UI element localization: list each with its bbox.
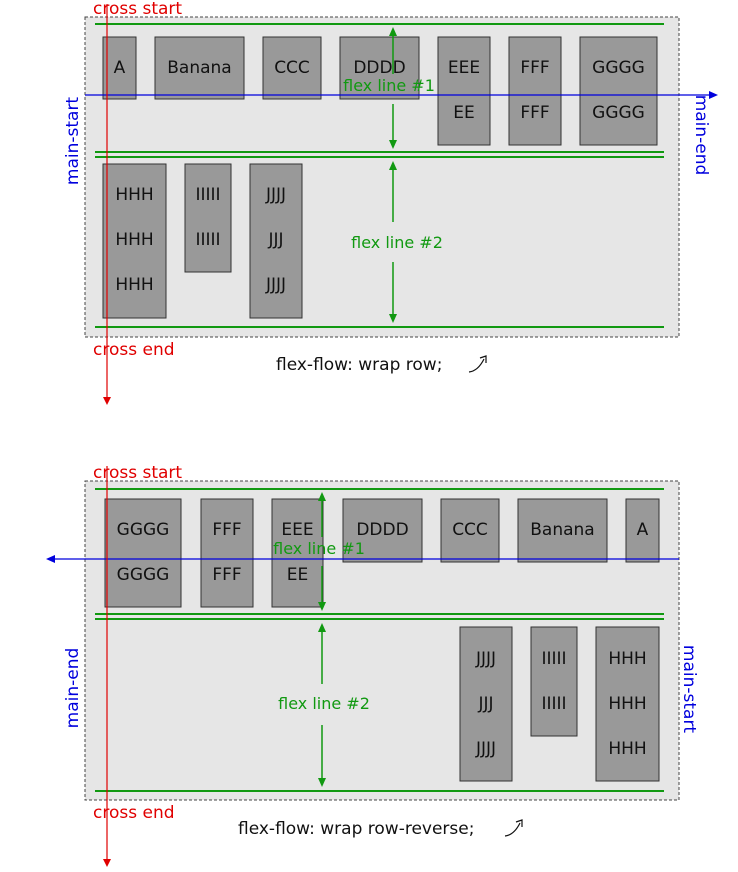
caption: flex-flow: wrap row; <box>276 355 442 375</box>
item-text: IIIII <box>541 649 566 669</box>
flex-item-ccc: CCC <box>262 36 322 100</box>
curved-arrow-icon <box>468 358 485 373</box>
flex-line-1-label: flex line #1 <box>273 539 365 558</box>
main-end-label: main-end <box>63 648 83 729</box>
item-text: FFF <box>520 103 549 123</box>
item-text: CCC <box>452 520 488 540</box>
item-text: EEE <box>448 58 480 78</box>
flex-item-fff: FFF FFF <box>200 498 254 608</box>
item-text: HHH <box>608 694 646 714</box>
main-end-label: main-end <box>691 95 711 176</box>
item-text: GGGG <box>117 565 170 585</box>
flex-item-gggg: GGGG GGGG <box>104 498 182 608</box>
curved-arrow-icon <box>504 822 521 837</box>
item-text: CCC <box>274 58 310 78</box>
item-text: JJJJ <box>475 649 496 669</box>
curved-arrow-icon-head <box>479 355 487 363</box>
flex-item-hhh: HHH HHH HHH <box>595 626 660 782</box>
flex-line-1-label: flex line #1 <box>343 76 435 95</box>
flex-line-2-label: flex line #2 <box>278 694 370 713</box>
cross-start-label: cross start <box>93 0 182 19</box>
item-text: HHH <box>608 649 646 669</box>
flex-item-fff: FFF FFF <box>508 36 562 146</box>
item-text: FFF <box>212 520 241 540</box>
item-text: A <box>637 520 649 540</box>
flex-item-banana: Banana <box>517 498 608 563</box>
item-text: HHH <box>115 275 153 295</box>
item-text: GGGG <box>592 58 645 78</box>
item-text: JJJJ <box>475 739 496 759</box>
cross-end-label: cross end <box>93 803 175 823</box>
item-text: DDDD <box>353 58 405 78</box>
main-start-label: main-start <box>63 97 83 186</box>
flex-item-jjjj: JJJJ JJJ JJJJ <box>249 163 303 319</box>
item-text: FFF <box>520 58 549 78</box>
item-text: EEE <box>281 520 313 540</box>
flex-item-eee: EEE EE <box>271 498 324 608</box>
flex-line-2-label: flex line #2 <box>351 233 443 252</box>
flex-item-iiiii: IIIII IIIII <box>184 163 232 273</box>
item-text: FFF <box>212 565 241 585</box>
curved-arrow-icon-head <box>515 819 523 827</box>
item-text: IIIII <box>195 185 220 205</box>
flex-item-gggg: GGGG GGGG <box>579 36 658 146</box>
cross-start-label: cross start <box>93 463 182 483</box>
item-text: GGGG <box>592 103 645 123</box>
item-text: DDDD <box>356 520 408 540</box>
item-text: JJJJ <box>265 275 286 295</box>
diagram-wrap-row-reverse: GGGG GGGG FFF FFF EEE EE DDDD CCC Banana… <box>46 463 699 867</box>
flex-item-A: A <box>625 498 660 563</box>
item-text: HHH <box>608 739 646 759</box>
flex-item-hhh: HHH HHH HHH <box>102 163 167 319</box>
item-text: Banana <box>167 58 231 78</box>
flex-item-dddd: DDDD <box>342 498 423 563</box>
item-text: HHH <box>115 230 153 250</box>
flex-item-eee: EEE EE <box>437 36 491 146</box>
item-text: EE <box>453 103 474 123</box>
item-text: Banana <box>530 520 594 540</box>
flex-item-banana: Banana <box>154 36 245 100</box>
flex-item-iiiii: IIIII IIIII <box>530 626 578 737</box>
flex-item-ccc: CCC <box>440 498 500 563</box>
item-text: EE <box>287 565 308 585</box>
main-start-label: main-start <box>679 645 699 734</box>
diagram-wrap-row: A Banana CCC DDDD EEE EE FFF FFF GGGG GG… <box>63 0 718 405</box>
item-text: IIIII <box>195 230 220 250</box>
item-text: JJJ <box>477 694 493 714</box>
flex-item-jjjj: JJJJ JJJ JJJJ <box>459 626 513 782</box>
item-text: HHH <box>115 185 153 205</box>
item-text: IIIII <box>541 694 566 714</box>
item-text: GGGG <box>117 520 170 540</box>
cross-end-label: cross end <box>93 340 175 360</box>
flex-item-A: A <box>102 36 137 100</box>
item-text: A <box>114 58 126 78</box>
caption: flex-flow: wrap row-reverse; <box>238 819 474 839</box>
item-text: JJJ <box>267 230 283 250</box>
item-text: JJJJ <box>265 185 286 205</box>
